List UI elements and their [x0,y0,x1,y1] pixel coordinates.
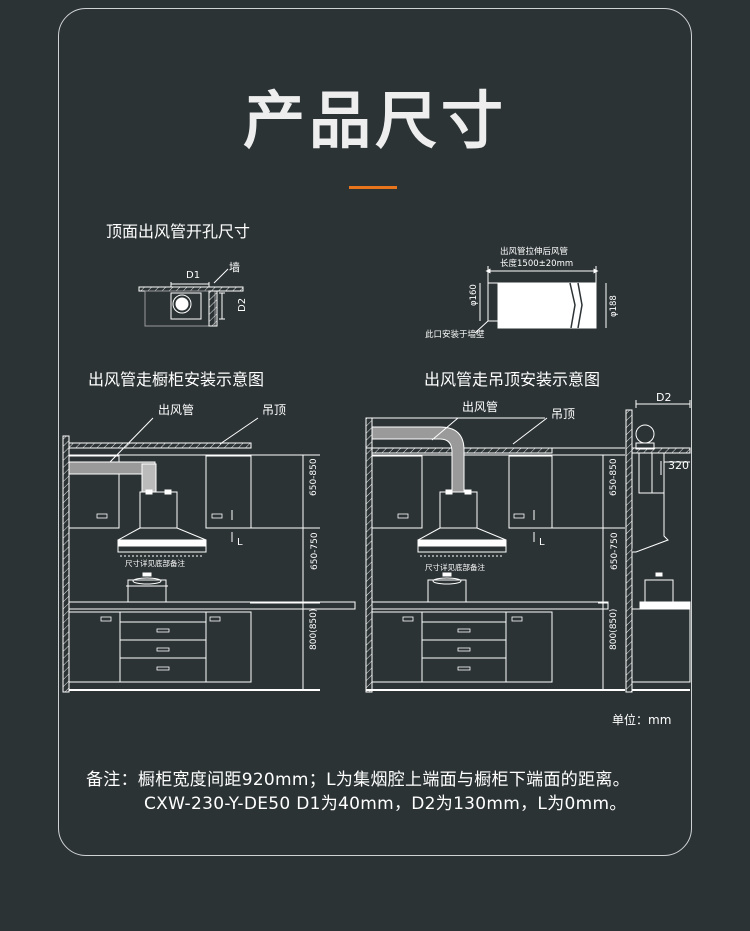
right-kitchen-diagram [365,417,625,693]
left-dim-lower: 800(850) [309,609,319,650]
left-kitchen-diagram [62,417,356,693]
right-dim-lower: 800(850) [609,609,619,650]
left-dim-upper: 650-850 [309,458,319,496]
right-dim-middle: 650-750 [610,532,620,570]
d2-label: D2 [237,298,248,312]
notes-line-1: 备注：橱柜宽度间距920mm；L为集烟腔上端面与橱柜下端面的距离。 [86,770,630,790]
side-view-diagram [625,400,691,693]
top-opening-diagram [138,268,244,327]
d1-label: D1 [186,270,200,281]
right-hood-note: 尺寸详见底部备注 [425,562,485,572]
left-ceiling-label: 吊顶 [262,403,286,417]
duct-diagram [474,266,607,334]
wall-label: 墙 [229,260,240,274]
content-card [58,8,692,856]
notes-line-2: CXW-230-Y-DE50 D1为40mm，D2为130mm，L为0mm。 [144,794,627,814]
left-duct-label: 出风管 [158,402,194,417]
left-dim-middle: 650-750 [310,532,320,570]
side-dim-320: 320 [668,459,689,472]
pot-left [132,572,162,585]
right-duct-label: 出风管 [462,399,498,414]
left-l-label: L [237,537,243,548]
top-opening-label: 顶面出风管开孔尺寸 [106,222,251,241]
duct-stretch-line2: 长度1500±20mm [500,258,573,269]
left-hood-note: 尺寸详见底部备注 [125,558,185,568]
ceiling-install-label: 出风管走吊顶安装示意图 [424,370,601,389]
right-dim-upper: 650-850 [609,458,619,496]
pot-right [432,572,462,585]
duct-mount-note: 此口安装于墙壁 [425,329,485,340]
right-l-label: L [539,537,545,548]
cabinet-install-label: 出风管走橱柜安装示意图 [88,370,265,389]
side-d2-label: D2 [656,391,671,404]
right-ceiling-label: 吊顶 [551,407,575,421]
duct-dia-right: φ188 [609,295,619,317]
page-title: 产品尺寸 [242,84,507,157]
title-accent-line [349,186,397,189]
duct-dia-left: φ160 [469,284,479,306]
duct-stretch-line1: 出风管拉伸后风管 [500,246,568,257]
unit-label: 单位：mm [612,713,672,727]
